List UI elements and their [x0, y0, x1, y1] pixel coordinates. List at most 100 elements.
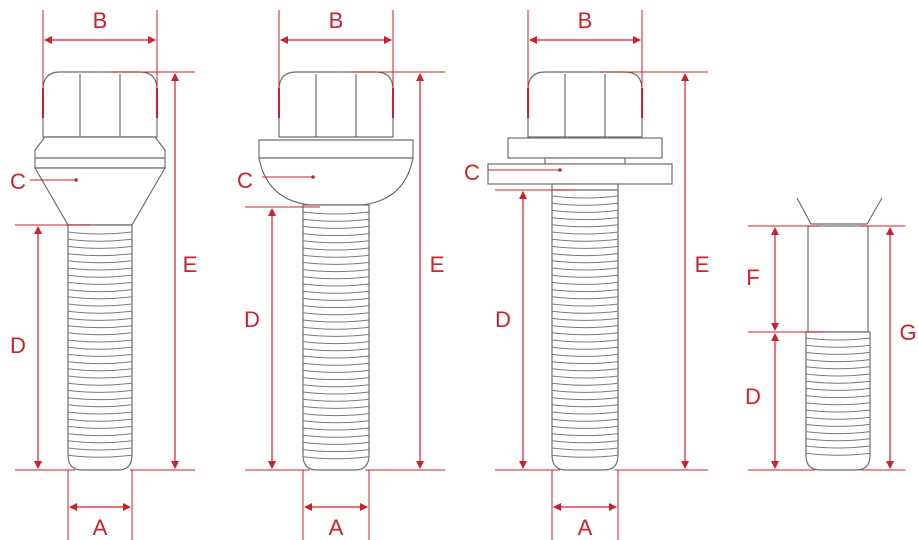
- bolt-2-label-d: D: [244, 307, 260, 332]
- thread-line: [805, 438, 871, 442]
- bolt-2-label-c: C: [237, 168, 253, 193]
- bolt-1-thread-lines: [67, 231, 133, 458]
- thread-line: [67, 433, 133, 437]
- thread-line: [67, 361, 133, 365]
- thread-line: [551, 454, 619, 458]
- thread-line: [805, 452, 871, 456]
- thread-line: [67, 411, 133, 415]
- thread-line: [67, 368, 133, 372]
- bolt-4-thread: [805, 331, 871, 471]
- thread-line: [551, 375, 619, 379]
- thread-line: [805, 344, 871, 348]
- thread-line: [551, 245, 619, 249]
- bolt-2-radius-seat: B E D A C: [237, 8, 445, 540]
- thread-line: [302, 377, 370, 381]
- thread-line: [67, 418, 133, 422]
- thread-line: [551, 433, 619, 437]
- bolt-4-thread-lines: [805, 337, 871, 456]
- thread-line: [302, 413, 370, 417]
- thread-line: [302, 449, 370, 453]
- thread-line: [551, 346, 619, 350]
- thread-line: [551, 303, 619, 307]
- thread-line: [551, 425, 619, 429]
- thread-line: [67, 281, 133, 285]
- thread-line: [302, 290, 370, 294]
- bolt-2-label-e: E: [430, 252, 445, 277]
- thread-line: [551, 411, 619, 415]
- thread-line: [302, 355, 370, 359]
- thread-line: [805, 395, 871, 399]
- thread-line: [551, 440, 619, 444]
- thread-line: [551, 195, 619, 199]
- bolt-3-thread: [551, 189, 619, 471]
- thread-line: [67, 397, 133, 401]
- thread-line: [302, 240, 370, 244]
- thread-line: [302, 218, 370, 222]
- bolt-1-thread: [67, 224, 133, 471]
- thread-line: [551, 382, 619, 386]
- bolt-4-label-d: D: [745, 384, 761, 409]
- thread-line: [67, 332, 133, 336]
- bolt-2-thread-lines: [302, 211, 370, 460]
- thread-line: [302, 348, 370, 352]
- bolt-1-label-b: B: [93, 8, 108, 33]
- thread-line: [805, 387, 871, 391]
- thread-line: [551, 389, 619, 393]
- thread-line: [67, 303, 133, 307]
- thread-line: [302, 441, 370, 445]
- thread-line: [302, 456, 370, 460]
- bolt-3-washer: [487, 137, 673, 191]
- thread-line: [551, 397, 619, 401]
- thread-line: [67, 231, 133, 235]
- thread-line: [302, 326, 370, 330]
- thread-line: [67, 289, 133, 293]
- thread-line: [551, 339, 619, 343]
- bolt-3-thread-lines: [551, 195, 619, 458]
- thread-line: [551, 267, 619, 271]
- thread-line: [67, 389, 133, 393]
- bolt-3-head: [527, 71, 643, 138]
- thread-line: [551, 404, 619, 408]
- bolt-1-conical-seat: B E D A C: [10, 8, 197, 540]
- bolt-1-label-d: D: [10, 333, 26, 358]
- thread-line: [302, 341, 370, 345]
- bolt-3-label-e: E: [695, 252, 710, 277]
- thread-line: [805, 351, 871, 355]
- thread-line: [302, 247, 370, 251]
- thread-line: [67, 267, 133, 271]
- bolt-2-head: [278, 71, 394, 138]
- thread-line: [302, 319, 370, 323]
- thread-line: [805, 445, 871, 449]
- thread-line: [67, 440, 133, 444]
- bolt-3-flat-seat: B E D A C: [464, 8, 709, 540]
- thread-line: [67, 339, 133, 343]
- thread-line: [67, 404, 133, 408]
- thread-line: [302, 261, 370, 265]
- thread-line: [551, 260, 619, 264]
- thread-line: [302, 305, 370, 309]
- thread-line: [67, 447, 133, 451]
- thread-line: [67, 310, 133, 314]
- thread-line: [302, 254, 370, 258]
- thread-line: [805, 423, 871, 427]
- bolt-1-label-c: C: [10, 169, 26, 194]
- thread-line: [67, 375, 133, 379]
- thread-line: [67, 253, 133, 257]
- bolt-4-shank-detail: F D G: [745, 197, 917, 471]
- thread-line: [551, 296, 619, 300]
- thread-line: [302, 269, 370, 273]
- thread-line: [805, 380, 871, 384]
- thread-line: [67, 245, 133, 249]
- thread-line: [551, 238, 619, 242]
- thread-line: [302, 211, 370, 215]
- thread-line: [551, 289, 619, 293]
- bolt-2-label-b: B: [329, 8, 344, 33]
- thread-line: [551, 332, 619, 336]
- thread-line: [805, 373, 871, 377]
- thread-line: [551, 253, 619, 257]
- thread-line: [551, 418, 619, 422]
- thread-line: [551, 281, 619, 285]
- thread-line: [805, 402, 871, 406]
- thread-line: [302, 405, 370, 409]
